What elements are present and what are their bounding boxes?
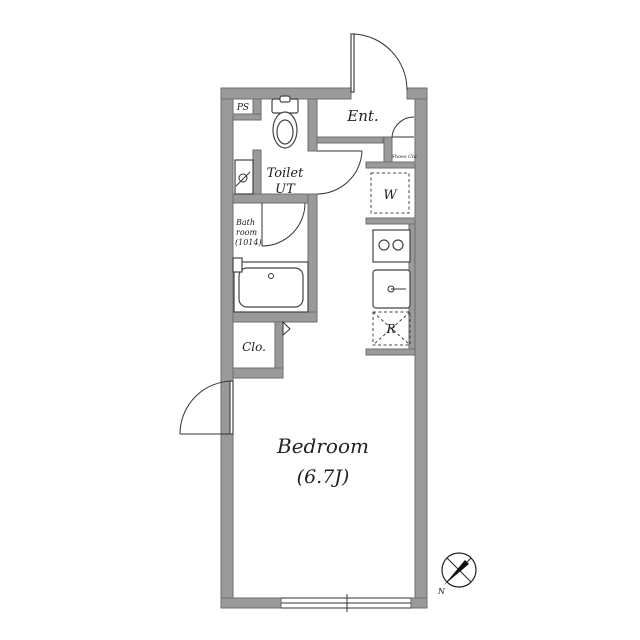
toilet-entrance-wall bbox=[307, 98, 318, 152]
closet-bottom-wall bbox=[232, 367, 284, 379]
label-washer: W bbox=[383, 188, 398, 203]
wall-top-right bbox=[406, 87, 428, 100]
compass-north-label: N bbox=[437, 587, 446, 596]
wall-right bbox=[414, 87, 428, 609]
bedroom-window bbox=[281, 594, 411, 612]
wash-basin bbox=[234, 159, 254, 195]
ut-left-wall bbox=[252, 149, 262, 195]
label-ps: PS bbox=[236, 103, 249, 113]
wall-left bbox=[220, 87, 234, 609]
label-shoes-closet: Shoes Clo bbox=[391, 154, 416, 160]
washer-label-box bbox=[370, 172, 410, 214]
interior-walls bbox=[232, 98, 416, 379]
shoes-closet-door bbox=[391, 116, 415, 138]
washer-bottom-wall bbox=[365, 217, 416, 225]
bath-door bbox=[261, 202, 306, 247]
label-toilet: Toilet bbox=[267, 166, 304, 181]
entrance-door bbox=[350, 33, 408, 93]
compass-icon bbox=[441, 552, 477, 588]
label-bedroom: Bedroom bbox=[276, 434, 369, 458]
label-ut: UT bbox=[275, 182, 296, 197]
label-closet: Clo. bbox=[242, 340, 266, 354]
bedroom-door bbox=[179, 380, 234, 435]
toilet-door bbox=[316, 150, 363, 195]
bath-bottom-wall bbox=[232, 311, 318, 323]
label-bath-line3: (1014) bbox=[235, 238, 262, 247]
label-bath-line2: room bbox=[236, 228, 257, 237]
label-entrance: Ent. bbox=[346, 107, 378, 125]
label-bedroom-size: (6.7J) bbox=[297, 466, 350, 488]
label-fridge: R bbox=[385, 322, 395, 336]
kitchen-sink bbox=[372, 269, 411, 309]
kitchen-bottom-wall bbox=[365, 348, 416, 356]
shoes-closet-bottom-wall bbox=[365, 161, 416, 169]
ps-wall-bottom bbox=[232, 113, 262, 121]
label-bath-line1: Bath bbox=[235, 218, 255, 227]
exterior-walls bbox=[220, 87, 428, 609]
bath-right-wall bbox=[307, 193, 318, 323]
fridge-space bbox=[372, 311, 411, 346]
wall-bottom-left bbox=[220, 597, 282, 609]
closet-door bbox=[282, 320, 291, 337]
wall-bottom-right bbox=[410, 597, 428, 609]
entrance-step-wall bbox=[316, 136, 384, 144]
toilet-fixture bbox=[271, 95, 299, 149]
cooktop bbox=[372, 229, 411, 263]
bathtub bbox=[232, 257, 309, 313]
